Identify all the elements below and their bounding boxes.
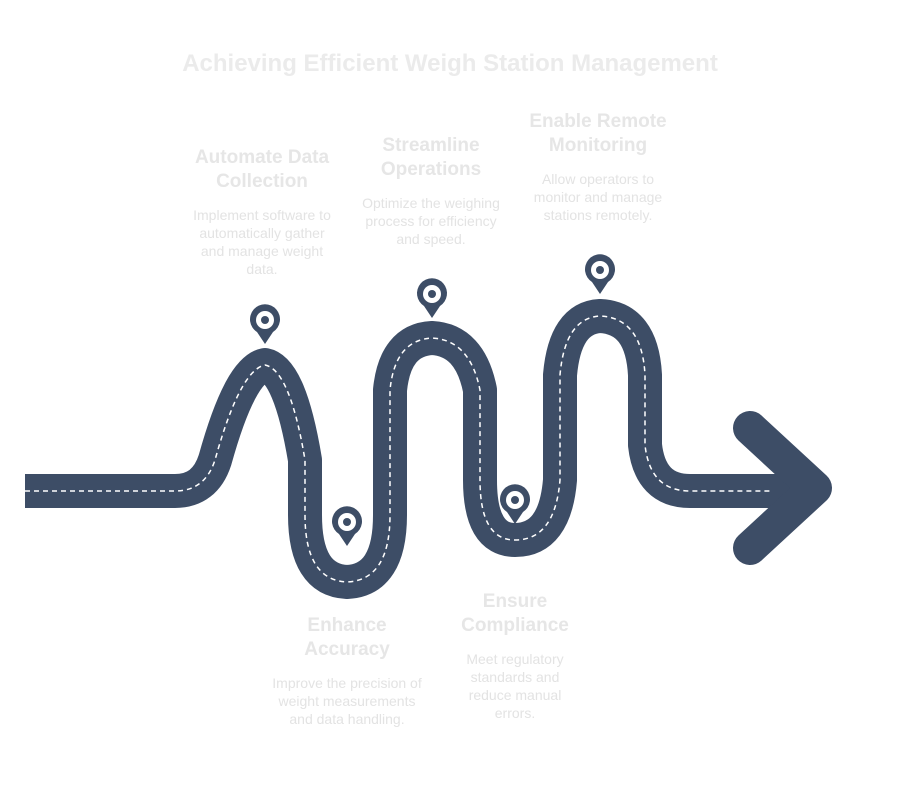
step-enable-remote-monitoring: Enable Remote Monitoring Allow operators… [518,110,678,224]
location-pin-icon [332,506,362,546]
step-enhance-accuracy: Enhance Accuracy Improve the precision o… [272,614,422,728]
step-description: Allow operators to monitor and manage st… [533,171,663,223]
step-description: Optimize the weighing process for effici… [362,195,500,247]
step-streamline-operations: Streamline Operations Optimize the weigh… [355,134,507,248]
road-path [25,299,790,599]
step-description: Implement software to automatically gath… [193,207,331,277]
road-center-line [25,315,770,583]
location-pin-icon [585,254,615,294]
location-pin-icon [500,484,530,524]
step-title: Streamline Operations [380,135,482,180]
location-pin-icon [250,304,280,344]
step-description: Improve the precision of weight measurem… [272,675,422,727]
arrow-head [733,411,832,565]
diagram-title: Achieving Efficient Weigh Station Manage… [182,50,718,77]
step-description: Meet regulatory standards and reduce man… [466,651,564,721]
step-ensure-compliance: Ensure Compliance Meet regulatory standa… [440,590,590,722]
step-title: Ensure Compliance [461,591,569,636]
step-title: Enhance Accuracy [304,615,390,660]
step-title: Enable Remote Monitoring [529,111,667,156]
step-automate-data-collection: Automate Data Collection Implement softw… [172,146,352,278]
step-title: Automate Data Collection [194,147,330,192]
location-pin-icon [417,278,447,318]
